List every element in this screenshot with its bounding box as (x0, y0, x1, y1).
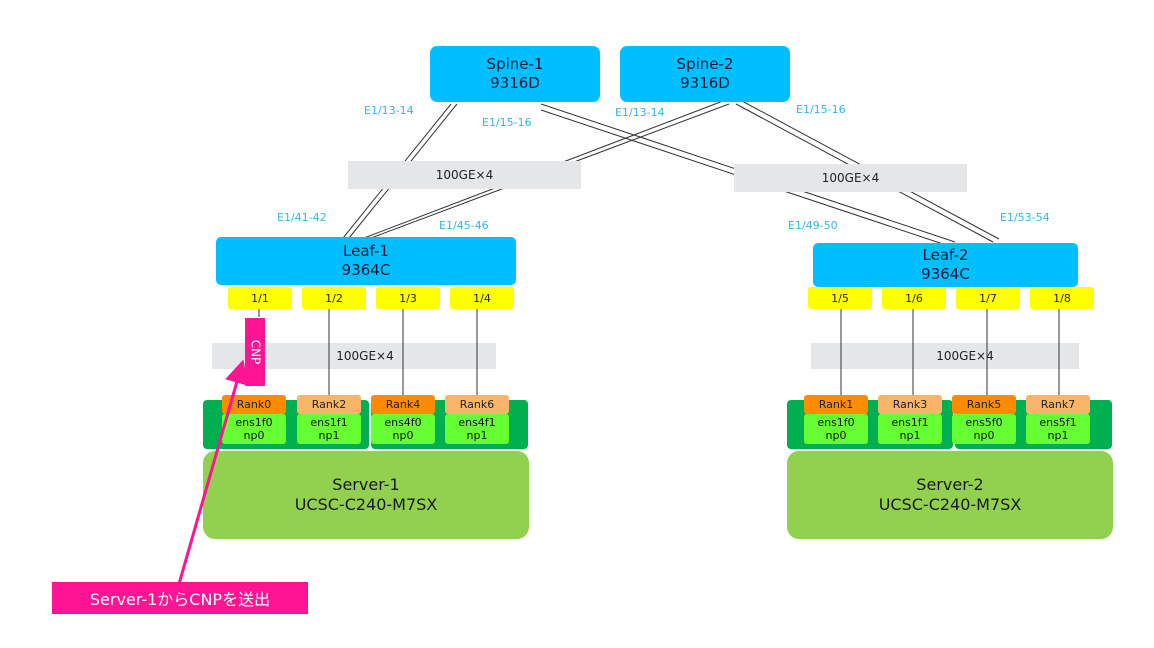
server1-nic-port[interactable]: ens4f1 np1 (445, 414, 509, 444)
server2-nic-port[interactable]: ens1f0 np0 (804, 414, 868, 444)
leaf1-port[interactable]: 1/3 (376, 287, 440, 309)
rank-badge: Rank7 (1026, 395, 1090, 414)
spine-name: Spine-1 (486, 55, 544, 73)
spine-1[interactable]: Spine-1 9316D (430, 46, 600, 102)
leaf2-port[interactable]: 1/5 (808, 287, 872, 309)
nic-iface: ens1f1 (891, 416, 929, 429)
nic-iface: ens4f1 (458, 416, 496, 429)
server2-nic-port[interactable]: ens1f1 np1 (878, 414, 942, 444)
nic-np: np0 (973, 429, 995, 442)
leaf-name: Leaf-2 (922, 246, 969, 264)
leaf2-port[interactable]: 1/6 (882, 287, 946, 309)
rank-badge: Rank0 (222, 395, 286, 414)
nic-iface: ens1f0 (235, 416, 273, 429)
server1-nic-port[interactable]: ens4f0 np0 (371, 414, 435, 444)
nic-iface: ens5f0 (965, 416, 1003, 429)
leaf-2[interactable]: Leaf-2 9364C (813, 243, 1078, 287)
leaf1-port[interactable]: 1/1 (228, 287, 292, 309)
nic-np: np0 (392, 429, 414, 442)
spine-name: Spine-2 (676, 55, 734, 73)
leaf-name: Leaf-1 (343, 242, 389, 260)
server-model: UCSC-C240-M7SX (878, 495, 1022, 514)
port-label-leaf2-left: E1/49-50 (788, 219, 838, 232)
spine-2[interactable]: Spine-2 9316D (620, 46, 790, 102)
nic-np: np0 (825, 429, 847, 442)
rank-badge: Rank4 (371, 395, 435, 414)
cnp-callout: Server-1からCNPを送出 (52, 582, 308, 614)
rank-badge: Rank1 (804, 395, 868, 414)
port-label-leaf1-left: E1/41-42 (277, 211, 327, 224)
server1-nic-port[interactable]: ens1f0 np0 (222, 414, 286, 444)
server2-nic-port[interactable]: ens5f1 np1 (1026, 414, 1090, 444)
band-label: 100GE×4 (936, 349, 994, 363)
server-model: UCSC-C240-M7SX (294, 495, 438, 514)
band-spine-leaf-right: 100GE×4 (734, 164, 967, 192)
leaf1-port[interactable]: 1/2 (302, 287, 366, 309)
rank-badge: Rank6 (445, 395, 509, 414)
server-1[interactable]: Server-1 UCSC-C240-M7SX (203, 451, 529, 539)
leaf2-port[interactable]: 1/7 (956, 287, 1020, 309)
nic-np: np1 (1047, 429, 1069, 442)
port-label-spine2-right: E1/15-16 (796, 103, 846, 116)
leaf2-port[interactable]: 1/8 (1030, 287, 1094, 309)
band-leaf-server-right: 100GE×4 (811, 343, 1079, 369)
port-label-spine2-left: E1/13-14 (615, 106, 665, 119)
spine-model: 9316D (680, 74, 730, 92)
nic-np: np1 (466, 429, 488, 442)
nic-iface: ens1f1 (310, 416, 348, 429)
leaf-1[interactable]: Leaf-1 9364C (216, 237, 516, 285)
server1-nic-port[interactable]: ens1f1 np1 (297, 414, 361, 444)
cnp-tag: CNP (245, 318, 265, 386)
leaf-model: 9364C (341, 261, 391, 279)
nic-iface: ens5f1 (1039, 416, 1077, 429)
nic-np: np1 (318, 429, 340, 442)
port-label-spine1-right: E1/15-16 (482, 116, 532, 129)
rank-badge: Rank3 (878, 395, 942, 414)
port-label-leaf1-right: E1/45-46 (439, 219, 489, 232)
server-2[interactable]: Server-2 UCSC-C240-M7SX (787, 451, 1113, 539)
leaf1-port[interactable]: 1/4 (450, 287, 514, 309)
nic-iface: ens4f0 (384, 416, 422, 429)
server-name: Server-1 (332, 475, 400, 494)
cnp-arrow-line (177, 359, 249, 585)
band-label: 100GE×4 (435, 168, 494, 182)
nic-iface: ens1f0 (817, 416, 855, 429)
nic-np: np0 (243, 429, 265, 442)
port-label-spine1-left: E1/13-14 (364, 104, 414, 117)
rank-badge: Rank2 (297, 395, 361, 414)
leaf-model: 9364C (921, 265, 970, 283)
server-name: Server-2 (916, 475, 984, 494)
band-spine-leaf-left: 100GE×4 (348, 161, 581, 189)
nic-np: np1 (899, 429, 921, 442)
band-label: 100GE×4 (821, 171, 880, 185)
server2-nic-port[interactable]: ens5f0 np0 (952, 414, 1016, 444)
rank-badge: Rank5 (952, 395, 1016, 414)
port-label-leaf2-right: E1/53-54 (1000, 211, 1050, 224)
spine-model: 9316D (490, 74, 540, 92)
band-label: 100GE×4 (336, 349, 394, 363)
